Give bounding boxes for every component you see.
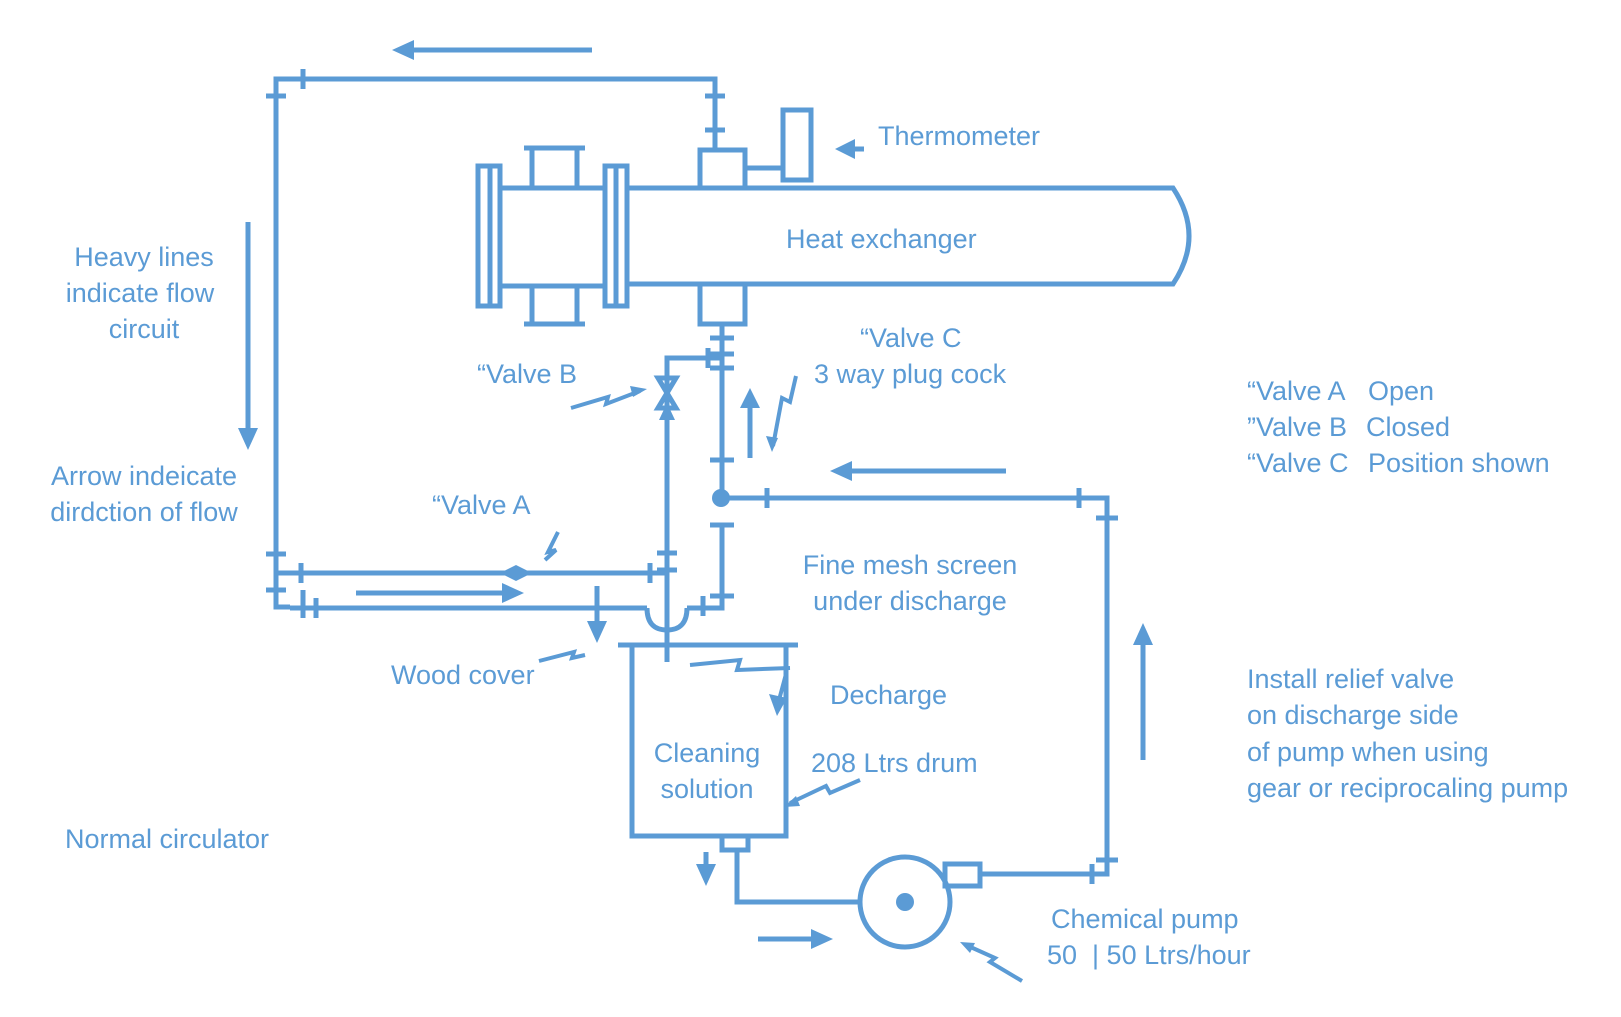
valve-a-label: “Valve A xyxy=(432,490,531,520)
heavy-lines-label-2: indicate flow xyxy=(66,278,215,308)
valve-a-line xyxy=(276,563,667,583)
valve-status-c-state: Position shown xyxy=(1368,448,1550,478)
decharge-arrow xyxy=(689,657,791,716)
cleaning-solution-label-1: Cleaning xyxy=(654,738,761,768)
drum-down-arrow xyxy=(696,852,716,886)
chemical-pump-label-1: Chemical pump xyxy=(1051,904,1239,934)
decharge-label: Decharge xyxy=(830,680,947,710)
valve-status-c-name: “Valve C xyxy=(1247,448,1349,478)
leader-lines xyxy=(538,375,1024,983)
relief-valve-label-3: of pump when using xyxy=(1247,737,1489,767)
wood-cover-label: Wood cover xyxy=(391,660,535,690)
flow-arrow-top xyxy=(392,40,592,60)
pump-discharge-pipe xyxy=(722,488,1118,884)
arrow-indicate-label-2: dirdction of flow xyxy=(50,497,238,527)
fine-mesh-label-1: Fine mesh screen xyxy=(803,550,1018,580)
thermometer-label: Thermometer xyxy=(878,121,1040,151)
valve-status-b-name: ”Valve B xyxy=(1247,412,1347,442)
arrow-indicate-label-1: Arrow indeicate xyxy=(51,461,237,491)
valve-status-a-name: “Valve A xyxy=(1247,376,1346,406)
valve-status-a-state: Open xyxy=(1368,376,1434,406)
cleaning-solution-label-2: solution xyxy=(660,774,753,804)
flow-arrow-left xyxy=(238,222,258,450)
fine-mesh-label-2: under discharge xyxy=(813,586,1007,616)
flow-arrow-bottom xyxy=(356,583,524,603)
top-return-pipe xyxy=(266,69,725,583)
flow-arrow-right-top xyxy=(830,461,1006,481)
heavy-lines-label-3: circuit xyxy=(109,314,180,344)
valve-c-riser xyxy=(710,324,734,507)
relief-valve-label-1: Install relief valve xyxy=(1247,664,1454,694)
valve-c-label-2: 3 way plug cock xyxy=(814,359,1007,389)
valve-b-label: “Valve B xyxy=(477,359,577,389)
flow-arrow-right-up xyxy=(1133,623,1153,760)
valve-c-label-1: “Valve C xyxy=(860,323,962,353)
relief-valve-label-2: on discharge side xyxy=(1247,700,1459,730)
wood-cover-arrow xyxy=(587,586,607,643)
pump-suction-pipe xyxy=(734,850,860,905)
lower-bypass-line xyxy=(266,522,734,633)
heat-exchanger-label: Heat exchanger xyxy=(786,224,977,254)
relief-valve-label-4: gear or reciprocaling pump xyxy=(1247,773,1568,803)
valve-status-b-state: Closed xyxy=(1366,412,1450,442)
chemical-pump-icon xyxy=(857,854,983,950)
chemical-pump-label-2: 50 | 50 Ltrs/hour xyxy=(1047,940,1251,970)
flow-arrow-suction xyxy=(758,929,833,949)
heavy-lines-label-1: Heavy lines xyxy=(74,242,214,272)
valve-c-up-arrow xyxy=(740,388,760,458)
normal-circulator-label: Normal circulator xyxy=(65,824,269,854)
thermometer-arrow xyxy=(835,139,864,159)
drum-label: 208 Ltrs drum xyxy=(811,748,978,778)
valve-b-branch xyxy=(653,348,722,660)
thermometer-icon xyxy=(745,107,814,183)
